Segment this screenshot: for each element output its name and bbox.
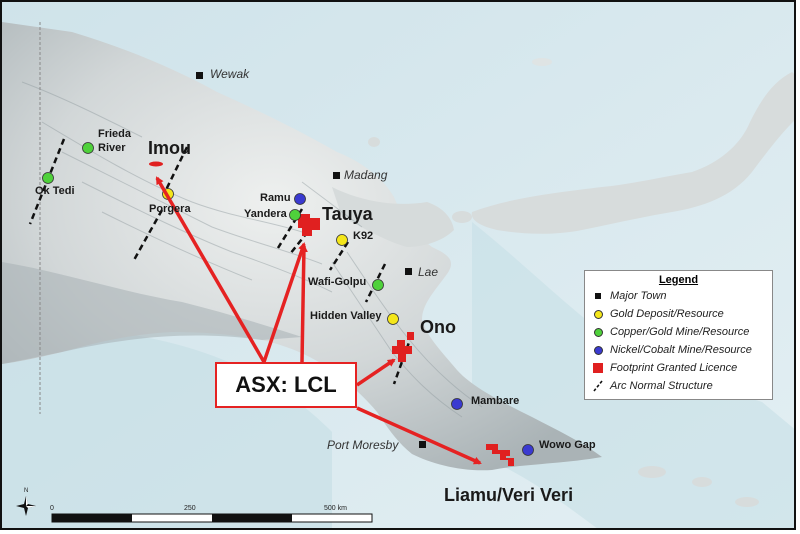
black-square-icon: [591, 289, 605, 303]
legend-row-copper-gold: Copper/Gold Mine/Resource: [591, 325, 749, 339]
arrow-to-ono: [356, 358, 396, 387]
marker-ramu: [294, 193, 306, 205]
arrow-to-liamu: [356, 406, 482, 465]
marker-wowo-gap: [522, 444, 534, 456]
town-marker-lae: [405, 268, 412, 275]
licence-footprints: [149, 161, 514, 466]
licence-tauya: [298, 214, 320, 236]
deposit-markers: [42, 142, 534, 456]
label-frieda-river-line1: Frieda: [98, 128, 132, 140]
southern-lowlands: [2, 262, 302, 364]
green-dot-icon: [591, 325, 605, 339]
karkar-island: [368, 137, 380, 147]
scale-tick-250: 250: [184, 505, 196, 512]
legend: Legend Major Town Gold Deposit/Resource …: [584, 270, 773, 400]
scale-bar: [51, 513, 373, 523]
arrow-to-imou: [155, 176, 266, 363]
label-frieda-river-line2: River: [98, 142, 126, 154]
label-port-moresby: Port Moresby: [327, 438, 399, 452]
major-towns: [196, 72, 426, 448]
label-porgera: Porgera: [149, 203, 191, 215]
company-label-box: ASX: LCL: [215, 362, 357, 408]
scale-tick-500: 500 km: [324, 505, 347, 512]
blue-dot-icon: [591, 343, 605, 357]
island-east-2: [692, 477, 712, 487]
licence-ono: [392, 332, 414, 362]
marker-hidden-valley: [387, 313, 399, 325]
marker-wafi-golpu: [372, 279, 384, 291]
north-arrow: [16, 496, 36, 516]
island-north: [532, 58, 552, 66]
dashed-line-icon: [591, 379, 605, 393]
arrow-to-tauya-left: [262, 242, 306, 363]
licence-imou: [149, 161, 163, 167]
marker-k92: [336, 234, 348, 246]
legend-label: Copper/Gold Mine/Resource: [610, 326, 750, 338]
north-label: N: [24, 488, 29, 494]
huon-peninsula: [332, 187, 454, 247]
yellow-dot-icon: [591, 307, 605, 321]
town-marker-port-moresby: [419, 441, 426, 448]
legend-row-arc: Arc Normal Structure: [591, 379, 713, 393]
label-mambare: Mambare: [471, 395, 520, 407]
label-lae: Lae: [418, 265, 439, 279]
town-marker-wewak: [196, 72, 203, 79]
label-wafi-golpu: Wafi-Golpu: [308, 276, 367, 288]
label-imou: Imou: [148, 138, 191, 158]
legend-row-major-town: Major Town: [591, 289, 666, 303]
licence-liamu: [486, 444, 514, 466]
marker-mambare: [451, 398, 463, 410]
label-ono: Ono: [420, 317, 456, 337]
label-wowo-gap: Wowo Gap: [539, 439, 596, 451]
umboi-island: [452, 211, 472, 223]
label-liamu: Liamu/Veri Veri: [444, 485, 574, 505]
pointer-arrows: [155, 176, 482, 465]
legend-row-nickel-cobalt: Nickel/Cobalt Mine/Resource: [591, 343, 752, 357]
new-britain: [471, 72, 794, 234]
legend-label: Nickel/Cobalt Mine/Resource: [610, 344, 752, 356]
legend-row-licence: Footprint Granted Licence: [591, 361, 737, 375]
scale-tick-0: 0: [50, 505, 54, 512]
legend-label: Major Town: [610, 290, 667, 302]
legend-label: Footprint Granted Licence: [610, 362, 738, 374]
red-square-icon: [591, 361, 605, 375]
town-marker-madang: [333, 172, 340, 179]
marker-frieda-river: [82, 142, 94, 154]
label-madang: Madang: [344, 168, 388, 182]
marker-ok-tedi: [42, 172, 54, 184]
label-k92: K92: [353, 230, 374, 242]
legend-label: Arc Normal Structure: [610, 380, 713, 392]
label-ramu: Ramu: [260, 192, 291, 204]
legend-label: Gold Deposit/Resource: [610, 308, 724, 320]
label-hidden-valley: Hidden Valley: [310, 310, 382, 322]
legend-row-gold: Gold Deposit/Resource: [591, 307, 724, 321]
island-east-3: [735, 497, 759, 507]
legend-title: Legend: [658, 274, 699, 286]
label-ok-tedi: Ok Tedi: [35, 185, 75, 197]
island-east-1: [638, 466, 666, 478]
label-tauya: Tauya: [322, 204, 373, 224]
label-yandera: Yandera: [244, 208, 287, 220]
label-wewak: Wewak: [210, 67, 250, 81]
arrow-to-tauya-center: [299, 244, 308, 363]
company-label: ASX: LCL: [235, 372, 337, 397]
marker-yandera: [289, 209, 301, 221]
